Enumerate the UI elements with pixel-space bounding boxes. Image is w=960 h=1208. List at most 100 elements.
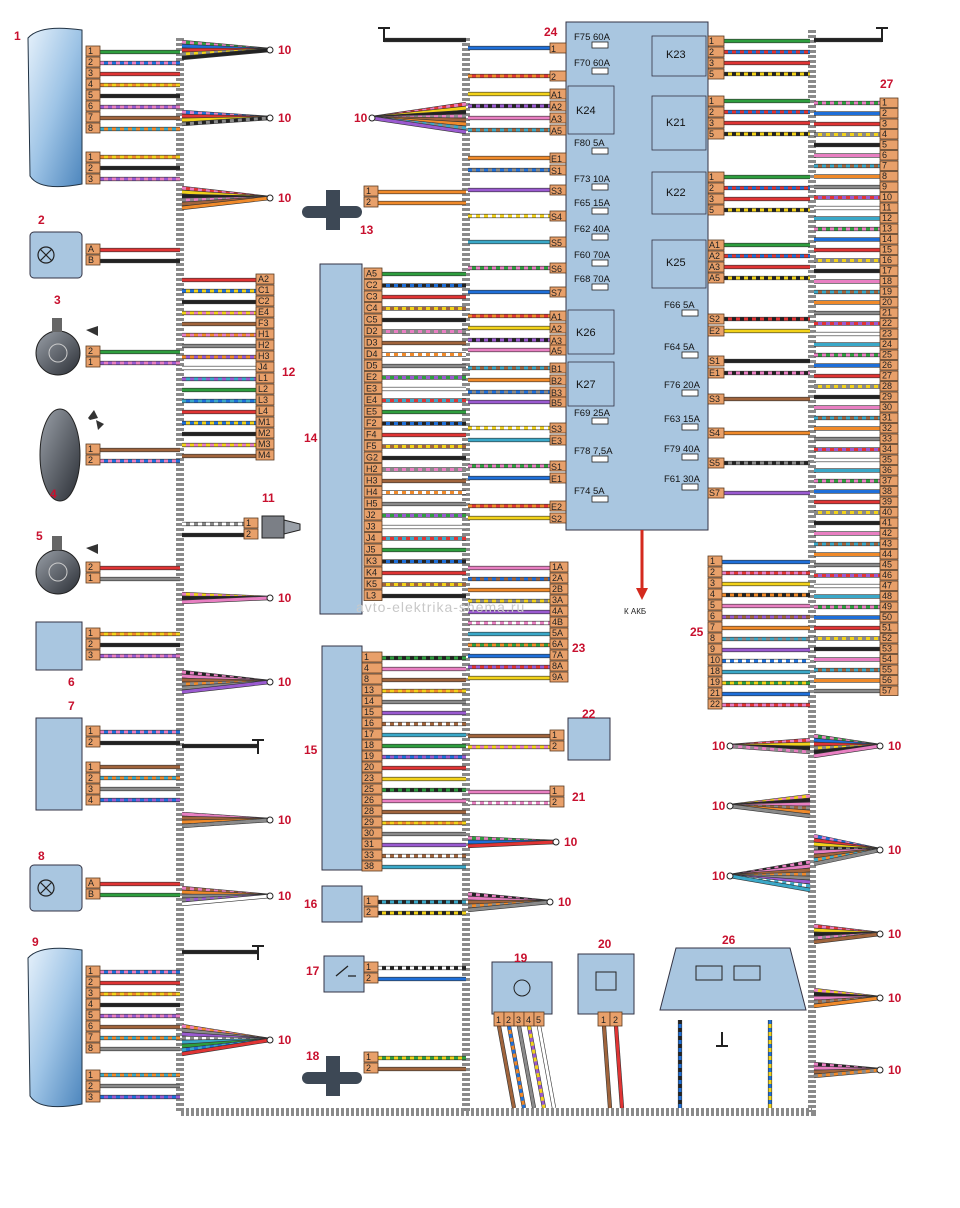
pin	[879, 444, 899, 455]
pin	[549, 605, 569, 617]
splice-point	[552, 838, 560, 846]
pin	[549, 729, 565, 741]
pin	[879, 370, 899, 381]
pin-label: 17	[882, 266, 892, 276]
pin-label: F3	[258, 318, 269, 328]
pin-label: D3	[366, 338, 378, 348]
pin-label: 8	[88, 123, 93, 133]
pin-label: E1	[709, 368, 720, 378]
pin	[707, 46, 725, 58]
component-number: 9	[32, 935, 39, 949]
pin	[879, 654, 899, 665]
pin-label: 3	[516, 1015, 521, 1025]
pin-label: S6	[551, 264, 562, 274]
fuse-icon	[591, 455, 609, 463]
fuse-icon	[591, 147, 609, 155]
pin	[879, 402, 899, 413]
pin-label: 2	[88, 773, 93, 783]
pin	[363, 543, 383, 555]
component-numbers: 1234567891112131415161718192021222324252…	[14, 25, 894, 1063]
pin	[879, 171, 899, 182]
pin	[549, 152, 567, 164]
pin	[533, 1011, 545, 1027]
pin	[361, 684, 383, 696]
pin-label: B3	[551, 388, 562, 398]
module-6	[35, 621, 83, 671]
pin-label: 56	[882, 675, 892, 685]
pin-label: A1	[551, 90, 562, 100]
pin-label: F4	[366, 430, 377, 440]
sensor-11	[261, 515, 301, 539]
pin-connectors: 12345678123AB211221123121234AB1234567812…	[85, 35, 899, 1103]
pin-label: 21	[882, 308, 892, 318]
pin	[361, 838, 383, 850]
pin	[85, 736, 101, 748]
pin-label: 19	[710, 677, 720, 687]
pin-label: 4	[364, 663, 369, 673]
pin	[255, 438, 275, 450]
pin	[85, 356, 101, 368]
splice-label: 10	[712, 869, 726, 883]
pin-label: 1	[366, 186, 371, 196]
pin	[255, 273, 275, 285]
pin	[879, 601, 899, 612]
fuse-icon	[591, 495, 609, 503]
pin	[549, 322, 567, 334]
pin	[85, 761, 101, 773]
pin	[363, 972, 379, 984]
pin	[879, 181, 899, 192]
pin	[879, 97, 899, 108]
splice-label: 10	[354, 111, 368, 125]
pin	[879, 612, 899, 623]
pin-label: 5	[88, 90, 93, 100]
pin	[707, 68, 725, 80]
pin-label: 9	[710, 644, 715, 654]
pin-label: 1	[709, 36, 714, 46]
pin-label: E3	[551, 436, 562, 446]
splice-point	[726, 742, 734, 750]
pin-label: 2	[882, 108, 887, 118]
component-number: 25	[690, 625, 704, 639]
pin-label: 19	[364, 751, 374, 761]
pin	[363, 566, 383, 578]
pin-label: L1	[258, 373, 268, 383]
splice-point	[266, 594, 274, 602]
pin	[363, 486, 383, 498]
headlamp-right	[27, 947, 83, 1108]
splice-point	[726, 802, 734, 810]
pin	[85, 1031, 101, 1043]
fuse-label: F63 15A	[664, 414, 701, 425]
pin-label: 16	[882, 255, 892, 265]
pin	[707, 393, 725, 405]
pin	[549, 310, 567, 322]
pin	[85, 772, 101, 784]
pin-label: 3A	[552, 595, 563, 605]
fuse-label: F61 30A	[664, 474, 701, 485]
pin	[363, 474, 383, 486]
pin-label: 8	[710, 633, 715, 643]
component-number: 2	[38, 213, 45, 227]
pin	[363, 290, 383, 302]
pin-label: J5	[366, 545, 376, 555]
pin	[85, 45, 101, 57]
component-number: 24	[544, 25, 558, 39]
pin	[879, 633, 899, 644]
pin-label: 28	[364, 806, 374, 816]
pin	[363, 336, 383, 348]
pin-label: 54	[882, 654, 892, 664]
pin	[879, 223, 899, 234]
pin	[549, 434, 567, 446]
pin	[85, 345, 101, 357]
pin-label: B1	[551, 364, 562, 374]
pin	[255, 350, 275, 362]
pin-label: C5	[366, 315, 378, 325]
pin	[85, 627, 101, 639]
fuse-label: F62 40A	[574, 224, 611, 235]
component-number: 1	[14, 29, 21, 43]
pin-label: J4	[366, 533, 376, 543]
switch-17	[323, 955, 365, 993]
pin	[879, 496, 899, 507]
pin	[879, 297, 899, 308]
pin	[707, 171, 725, 183]
